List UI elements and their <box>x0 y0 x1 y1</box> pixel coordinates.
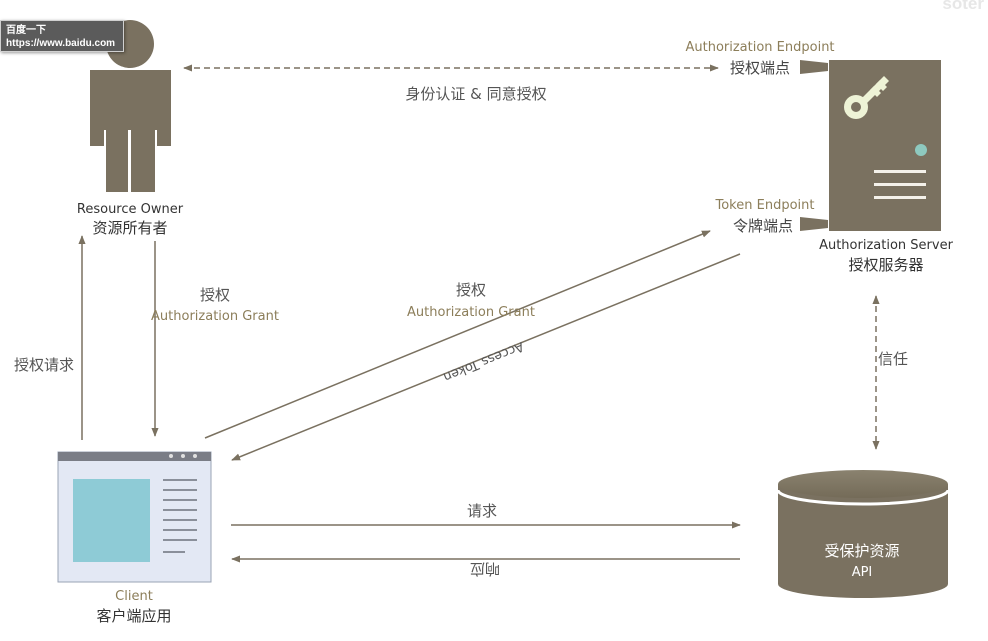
resource-owner-label-en: Resource Owner <box>77 202 184 217</box>
grant-left-label-en: Authorization Grant <box>151 309 279 324</box>
database-icon <box>776 470 950 598</box>
grant-mid-label-zh: 授权 <box>456 281 486 299</box>
authorization-endpoint-label-en: Authorization Endpoint <box>685 40 834 55</box>
person-icon <box>90 20 171 192</box>
resource-owner-label-zh: 资源所有者 <box>92 219 167 237</box>
tooltip-url: https://www.baidu.com <box>6 38 116 49</box>
client-label-en: Client <box>115 589 153 604</box>
token-endpoint-label-en: Token Endpoint <box>715 198 815 213</box>
request-label: 请求 <box>467 502 497 520</box>
browser-tooltip: 百度一下 https://www.baidu.com <box>0 20 124 52</box>
grant-mid-label-en: Authorization Grant <box>407 305 535 320</box>
client-label-zh: 客户端应用 <box>96 607 171 625</box>
client-window-icon <box>57 451 212 583</box>
access-token-arrow <box>231 253 741 461</box>
protected-resource-label-zh: 受保护资源 <box>824 542 899 560</box>
token-endpoint-port-icon <box>800 217 828 231</box>
authorization-endpoint-port-icon <box>800 60 828 74</box>
authorization-endpoint-label-zh: 授权端点 <box>730 59 790 77</box>
auth-consent-label: 身份认证 & 同意授权 <box>405 85 546 103</box>
auth-request-label: 授权请求 <box>14 356 74 374</box>
grant-arrow-to-token-endpoint <box>204 230 711 439</box>
grant-left-label-zh: 授权 <box>200 286 230 304</box>
watermark: soter <box>942 0 984 13</box>
authorization-server-label-zh: 授权服务器 <box>848 256 923 274</box>
token-endpoint-label-zh: 令牌端点 <box>733 217 793 235</box>
tooltip-title: 百度一下 <box>6 25 46 36</box>
key-icon <box>844 76 889 119</box>
access-token-label: Access Token <box>441 338 526 384</box>
protected-resource-label-en: API <box>852 565 873 580</box>
authorization-server-label-en: Authorization Server <box>819 238 953 253</box>
response-label: 响应 <box>470 560 500 578</box>
trust-label: 信任 <box>878 350 908 368</box>
